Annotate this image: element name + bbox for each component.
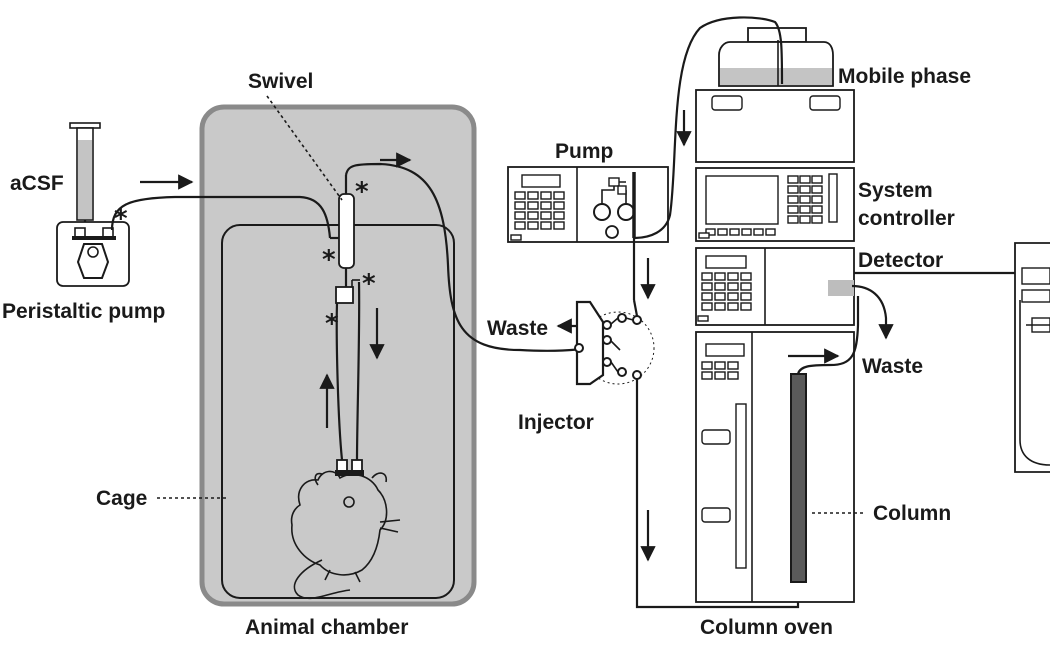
data-processor <box>1014 242 1050 473</box>
mobile-phase-reservoir <box>718 27 834 87</box>
label-column: Column <box>873 502 951 525</box>
system-controller <box>695 89 855 242</box>
label-animal-chamber: Animal chamber <box>245 616 408 639</box>
asterisk-marker: * <box>325 309 339 339</box>
inlet-tubing <box>335 302 344 461</box>
label-mobile-phase: Mobile phase <box>838 65 971 88</box>
label-waste-detector: Waste <box>862 355 923 378</box>
asterisk-marker: * <box>322 245 336 275</box>
label-injector: Injector <box>518 411 594 434</box>
injector-valve <box>574 299 655 395</box>
dialysate-tubing <box>344 162 591 352</box>
label-swivel: Swivel <box>248 70 313 93</box>
syringe <box>69 122 101 232</box>
column-oven <box>695 331 855 603</box>
swivel <box>330 175 360 304</box>
label-pump: Pump <box>555 140 613 163</box>
label-waste-injector: Waste <box>487 317 548 340</box>
outlet-tubing <box>355 281 361 461</box>
label-acsf: aCSF <box>10 172 64 195</box>
label-peristaltic-pump: Peristaltic pump <box>2 300 165 323</box>
peristaltic-pump <box>56 221 130 287</box>
hplc-pump <box>507 166 669 243</box>
acsf-tubing <box>110 195 332 239</box>
label-cage: Cage <box>96 487 147 510</box>
flow-arrow-waste-detector <box>851 284 894 340</box>
label-system: System <box>858 179 933 202</box>
label-detector: Detector <box>858 249 943 272</box>
mobile-phase-line <box>633 16 784 240</box>
mouse-illustration <box>290 470 401 600</box>
label-column-oven: Column oven <box>700 616 833 639</box>
column-to-detector-line <box>796 296 860 375</box>
asterisk-marker: * <box>362 269 376 299</box>
label-controller: controller <box>858 207 955 230</box>
detector <box>695 247 855 326</box>
asterisk-marker: * <box>114 204 128 234</box>
asterisk-marker: * <box>355 177 369 207</box>
